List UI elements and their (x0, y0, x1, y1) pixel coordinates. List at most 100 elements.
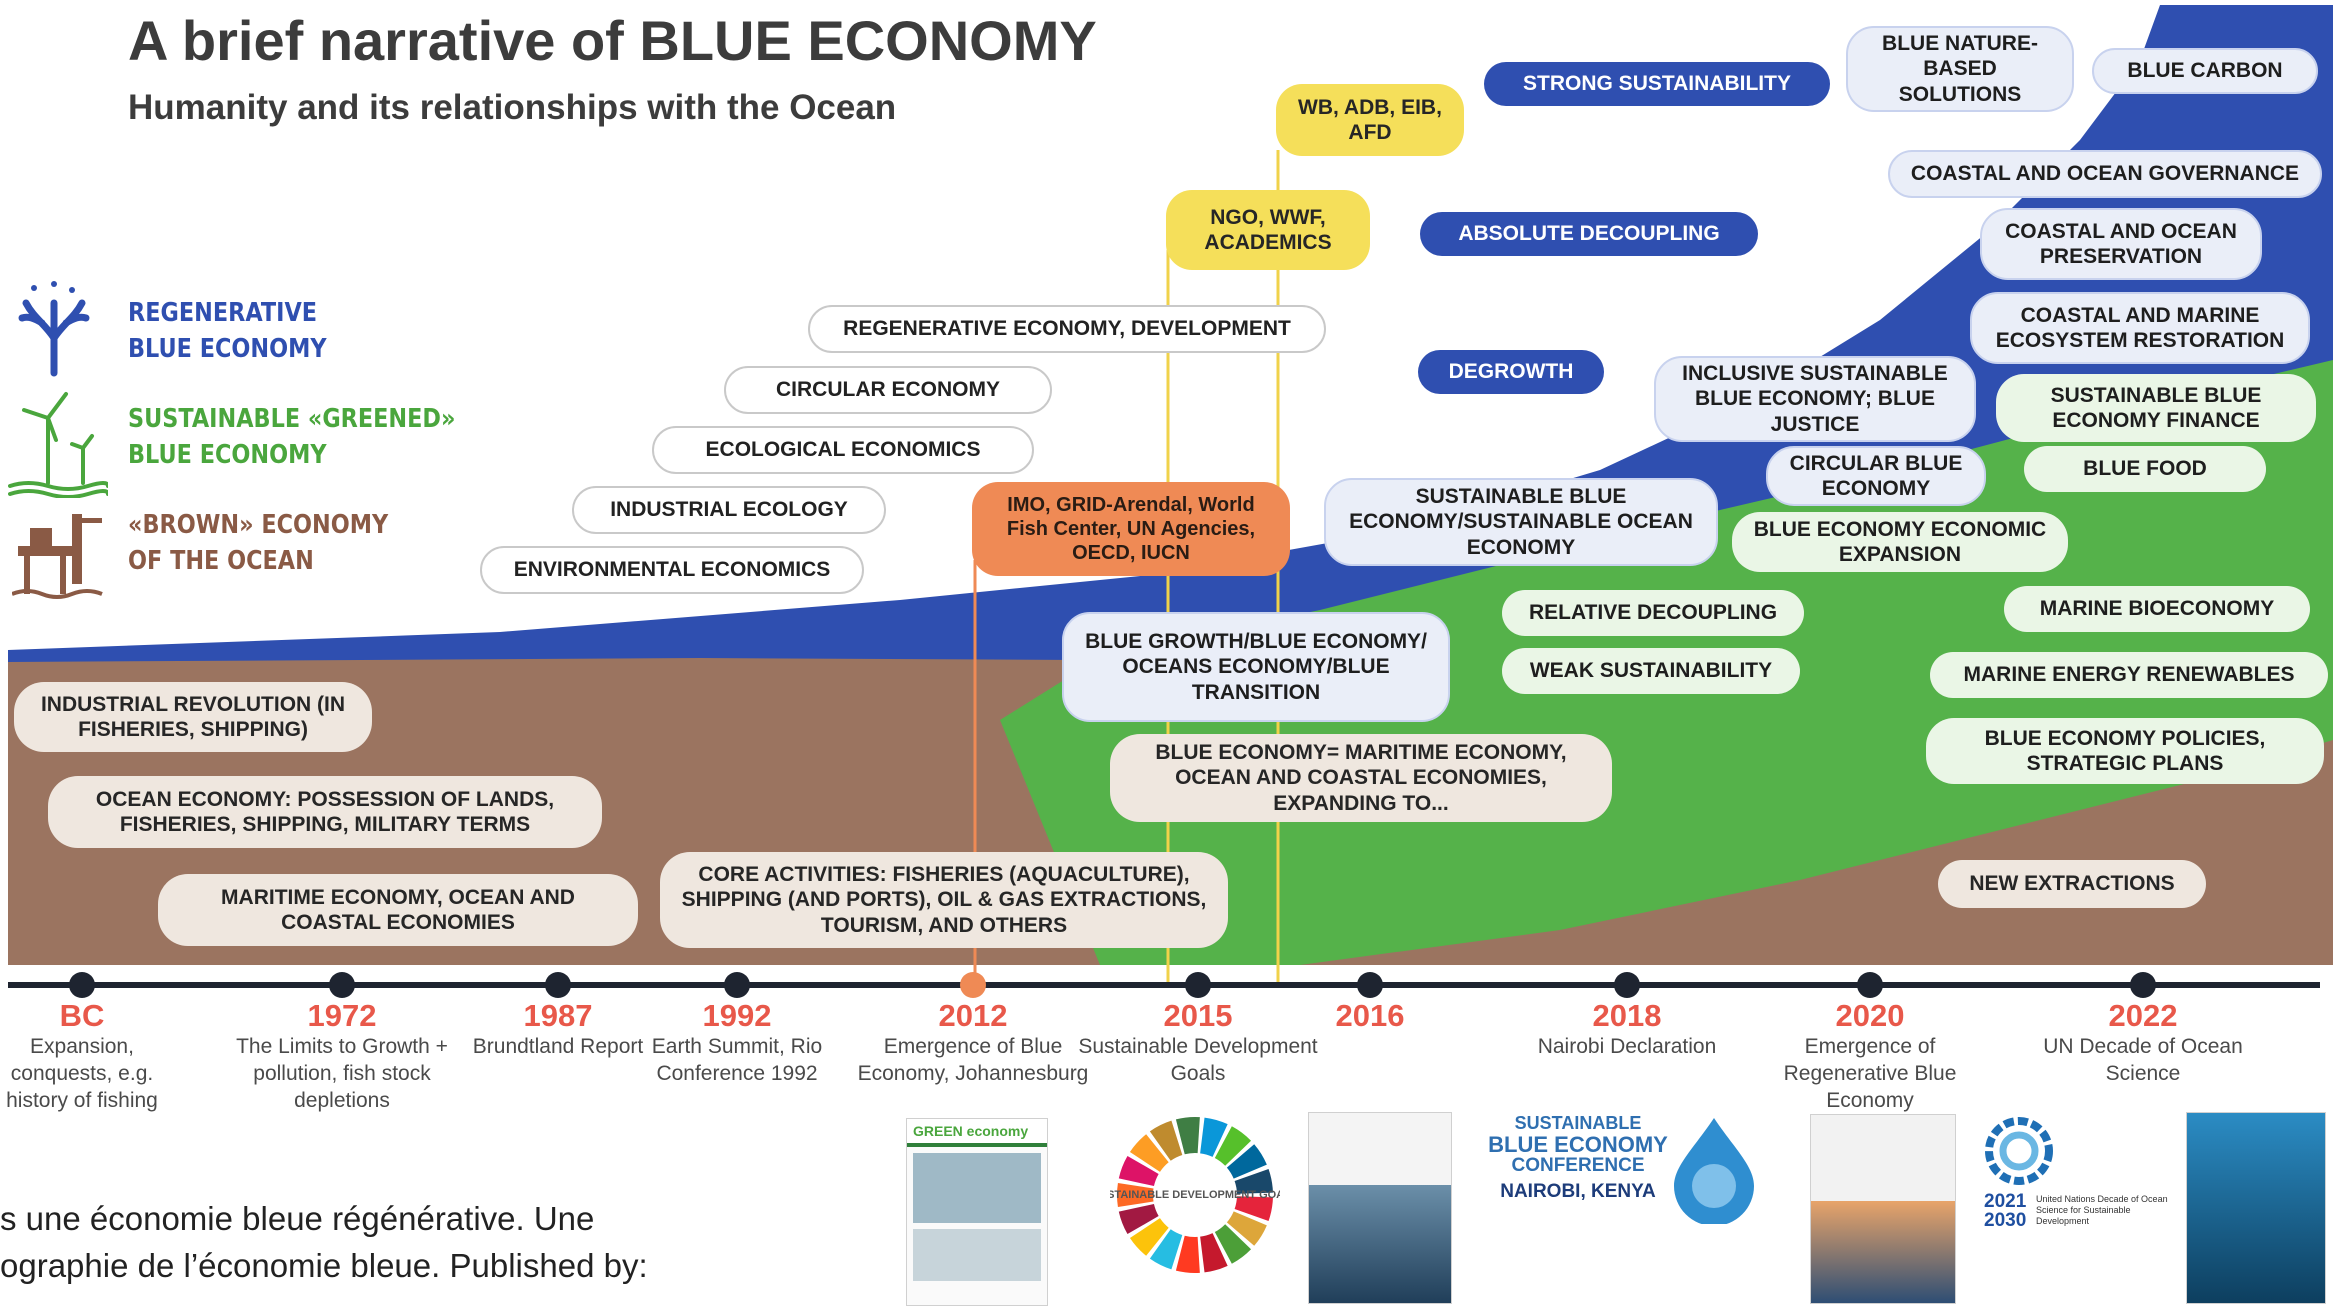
legend-line2: BLUE ECONOMY (128, 333, 327, 364)
marine-bioeconomy: MARINE BIOECONOMY (2004, 586, 2310, 632)
ocean-swirl-icon (1985, 1117, 2053, 1185)
sdg-wheel-segment (1234, 1196, 1273, 1221)
green-economy-report-thumbnail: GREEN economy (906, 1118, 1048, 1306)
blue-finance-report-thumbnail (2186, 1112, 2326, 1304)
timeline-year: 2022 (2108, 998, 2178, 1033)
timeline-dot (329, 972, 355, 998)
relative-decoupling: RELATIVE DECOUPLING (1502, 590, 1804, 636)
maritime-economy: MARITIME ECONOMY, OCEAN AND COASTAL ECON… (158, 874, 638, 946)
sustainable-blue-finance: SUSTAINABLE BLUE ECONOMY FINANCE (1996, 374, 2316, 442)
timeline-description: The Limits to Growth + pollution, fish s… (236, 1035, 448, 1112)
conf-line3: CONFERENCE (1511, 1154, 1645, 1176)
nairobi-conference-logo: SUSTAINABLE BLUE ECONOMY CONFERENCE NAIR… (1488, 1114, 1768, 1226)
decade-text: United Nations Decade of Ocean Science f… (2036, 1194, 2168, 1226)
sustainable-blue-ocean-economy: SUSTAINABLE BLUE ECONOMY/SUSTAINABLE OCE… (1324, 478, 1718, 566)
new-extractions: NEW EXTRACTIONS (1938, 860, 2206, 908)
legend: REGENERATIVE BLUE ECONOMY SUSTAINABLE «G… (0, 270, 460, 610)
blue-economy-expansion: BLUE ECONOMY ECONOMIC EXPANSION (1732, 512, 2068, 572)
timeline-year: BC (59, 998, 105, 1033)
timeline-year: 2016 (1335, 998, 1405, 1033)
sdg-wheel-segment (1175, 1235, 1200, 1273)
ngo-label: NGO, WWF, ACADEMICS (1166, 190, 1370, 270)
timeline-description: Sustainable Development Goals (1078, 1035, 1318, 1085)
timeline-description: Emergence of Blue Economy, Johannesburg (857, 1035, 1089, 1085)
timeline-year: 2015 (1163, 998, 1233, 1033)
blue-economy-policies: BLUE ECONOMY POLICIES, STRATEGIC PLANS (1926, 718, 2324, 784)
green-economy-2030-thumbnail (1308, 1112, 1452, 1304)
legend-line2: OF THE OCEAN (128, 545, 314, 576)
circular-blue-economy: CIRCULAR BLUE ECONOMY (1766, 446, 1986, 506)
sdg-wheel-segment (1200, 1233, 1228, 1273)
stair-regenerative-economy: REGENERATIVE ECONOMY, DEVELOPMENT (808, 305, 1326, 353)
degrowth-label: DEGROWTH (1418, 350, 1604, 394)
timeline-year: 1987 (523, 998, 593, 1033)
sdg-wheel-segment (1117, 1182, 1154, 1208)
timeline-dot (545, 972, 571, 998)
wind-turbine-icon (8, 392, 108, 498)
globe-drop-icon (1674, 1118, 1754, 1224)
ocean-economy-possession: OCEAN ECONOMY: POSSESSION OF LANDS, FISH… (48, 776, 602, 848)
marine-energy-renewables: MARINE ENERGY RENEWABLES (1930, 652, 2328, 698)
legend-brown: «BROWN» ECONOMY OF THE OCEAN (128, 508, 388, 580)
timeline-dot (960, 972, 986, 998)
caption: s une économie bleue régénérative. Une o… (0, 1196, 648, 1290)
blue-food: BLUE FOOD (2024, 446, 2266, 492)
timeline-dot (1357, 972, 1383, 998)
strong-sustainability-label: STRONG SUSTAINABILITY (1484, 62, 1830, 106)
coastal-ocean-preservation: COASTAL AND OCEAN PRESERVATION (1980, 208, 2262, 280)
sdg-logo-text: SUSTAINABLE DEVELOPMENT GOALS (1110, 1189, 1280, 1201)
blue-economy-maritime-expanding: BLUE ECONOMY= MARITIME ECONOMY, OCEAN AN… (1110, 734, 1612, 822)
blue-nature-based-solutions: BLUE NATURE-BASED SOLUTIONS (1846, 26, 2074, 112)
stair-ecological-economics: ECOLOGICAL ECONOMICS (652, 426, 1034, 474)
blue-carbon: BLUE CARBON (2092, 48, 2318, 94)
stair-circular-economy: CIRCULAR ECONOMY (724, 366, 1052, 414)
absolute-decoupling-label: ABSOLUTE DECOUPLING (1420, 212, 1758, 256)
blue-growth: BLUE GROWTH/BLUE ECONOMY/ OCEANS ECONOMY… (1062, 612, 1450, 722)
caption-line2: ographie de l’économie bleue. Published … (0, 1246, 648, 1284)
legend-line1: «BROWN» ECONOMY (128, 510, 389, 540)
ocean-decade-logo: 2021 2030 United Nations Decade of Ocean… (1984, 1116, 2184, 1236)
timeline-year: 2018 (1592, 998, 1662, 1033)
decade-year-a: 2021 (1984, 1191, 2027, 1212)
sdg-wheel-segment (1149, 1229, 1183, 1270)
timeline-year: 1992 (702, 998, 772, 1033)
oil-platform-icon (12, 514, 103, 599)
timeline-description: Earth Summit, Rio Conference 1992 (651, 1035, 823, 1085)
timeline-dot (724, 972, 750, 998)
industrial-revolution: INDUSTRIAL REVOLUTION (IN FISHERIES, SHI… (14, 682, 372, 752)
inclusive-blue-economy: INCLUSIVE SUSTAINABLE BLUE ECONOMY; BLUE… (1654, 356, 1976, 442)
sdg-wheel-segment (1214, 1126, 1252, 1166)
sdg-wheel-segment (1214, 1224, 1252, 1264)
coastal-marine-restoration: COASTAL AND MARINE ECOSYSTEM RESTORATION (1970, 292, 2310, 364)
stair-environmental-economics: ENVIRONMENTAL ECONOMICS (480, 546, 864, 594)
blue-zone (8, 5, 2333, 662)
decade-year-b: 2030 (1984, 1210, 2027, 1231)
sdg-wheel-segment (1129, 1134, 1169, 1172)
sustainable-ocean-report-thumbnail (1810, 1114, 1956, 1304)
sdg-wheel-segment (1118, 1155, 1159, 1187)
sdg-wheel-segment (1129, 1218, 1169, 1256)
timeline-description: Expansion, conquests, e.g. history of fi… (6, 1035, 158, 1112)
sdg-wheel-segment (1226, 1144, 1267, 1179)
page-subtitle: Humanity and its relationships with the … (128, 88, 897, 127)
timeline-description: Brundtland Report (472, 1035, 644, 1058)
timeline-year: 2020 (1835, 998, 1905, 1033)
timeline-dot (1614, 972, 1640, 998)
timeline-description: Emergence of Regenerative Blue Economy (1783, 1035, 1957, 1112)
timeline-description: UN Decade of Ocean Science (2043, 1035, 2243, 1085)
timeline-dot (69, 972, 95, 998)
sdg-wheel-segment (1234, 1169, 1273, 1194)
timeline-dot (1857, 972, 1883, 998)
conf-line1: SUSTAINABLE (1514, 1113, 1642, 1133)
core-activities: CORE ACTIVITIES: FISHERIES (AQUACULTURE)… (660, 852, 1228, 948)
legend-line2: BLUE ECONOMY (128, 439, 327, 470)
coral-icon (18, 281, 90, 377)
coastal-ocean-governance: COASTAL AND OCEAN GOVERNANCE (1888, 150, 2322, 198)
sdg-wheel-segment (1149, 1120, 1183, 1161)
green-economy-title: GREEN economy (907, 1119, 1047, 1147)
page-title: A brief narrative of BLUE ECONOMY (128, 9, 1097, 72)
development-banks-label: WB, ADB, EIB, AFD (1276, 84, 1464, 156)
sdg-wheel-segment (1200, 1117, 1228, 1157)
timeline-dot (1185, 972, 1211, 998)
sdg-wheel-logo: SUSTAINABLE DEVELOPMENT GOALS (1110, 1117, 1280, 1273)
